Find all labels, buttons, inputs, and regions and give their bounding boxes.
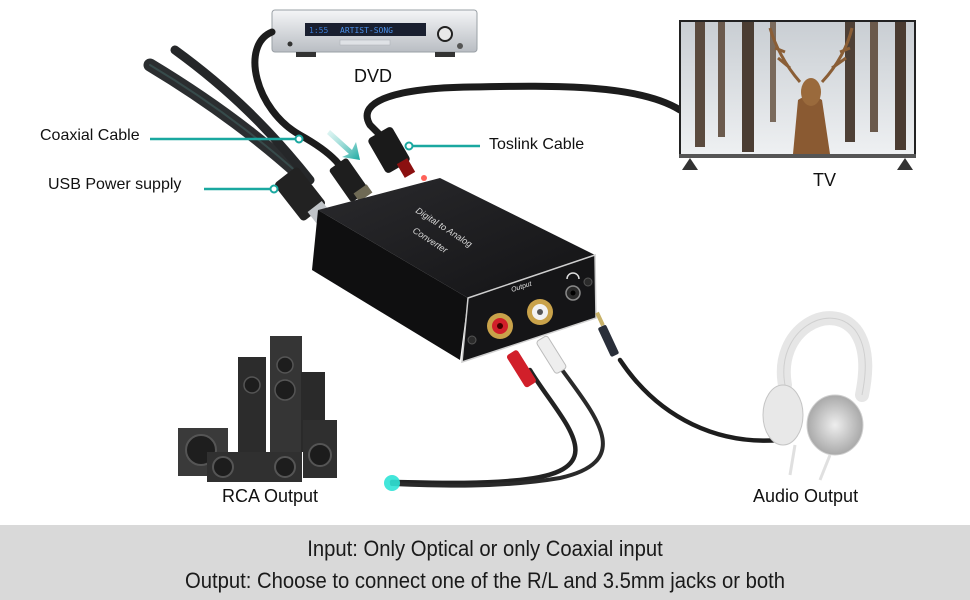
speakers-image bbox=[178, 336, 337, 482]
footer-banner: Input: Only Optical or only Coaxial inpu… bbox=[0, 525, 970, 600]
rca-plugs bbox=[506, 335, 567, 388]
callout-dot-toslink bbox=[404, 141, 414, 151]
label-tv: TV bbox=[813, 170, 837, 190]
headphone-icon bbox=[566, 272, 580, 280]
dvd-display-time: 1:55 bbox=[309, 26, 328, 35]
dvd-player-image: 1:55 ARTIST-SONG bbox=[271, 9, 478, 57]
label-audio-output: Audio Output bbox=[753, 486, 859, 506]
converter-device: Digital to Analog Converter Output bbox=[312, 178, 597, 364]
rca-cable-end-dot bbox=[384, 475, 400, 491]
callout-dot-coaxial bbox=[294, 134, 304, 144]
label-toslink-cable: Toslink Cable bbox=[489, 136, 585, 153]
insert-arrow-icon bbox=[327, 130, 360, 160]
diagram-stage: 1:55 ARTIST-SONG bbox=[40, 9, 916, 506]
callouts bbox=[150, 134, 480, 194]
footer-input-note: Input: Only Optical or only Coaxial inpu… bbox=[307, 536, 663, 561]
tv-image bbox=[679, 20, 916, 170]
toslink-plug bbox=[368, 127, 427, 181]
footer-output-note: Output: Choose to connect one of the R/L… bbox=[184, 568, 786, 593]
coaxial-plug bbox=[329, 158, 373, 202]
callout-dot-usb bbox=[269, 184, 279, 194]
headphones-image bbox=[762, 311, 873, 481]
label-dvd: DVD bbox=[354, 66, 393, 86]
label-coaxial-cable: Coaxial Cable bbox=[40, 127, 140, 144]
diagram-graphics: 1:55 ARTIST-SONG bbox=[143, 9, 916, 491]
label-usb-power-supply: USB Power supply bbox=[48, 176, 182, 193]
label-rca-output: RCA Output bbox=[222, 486, 319, 506]
aux-plug bbox=[595, 311, 619, 357]
dvd-display-text: ARTIST-SONG bbox=[340, 26, 393, 35]
